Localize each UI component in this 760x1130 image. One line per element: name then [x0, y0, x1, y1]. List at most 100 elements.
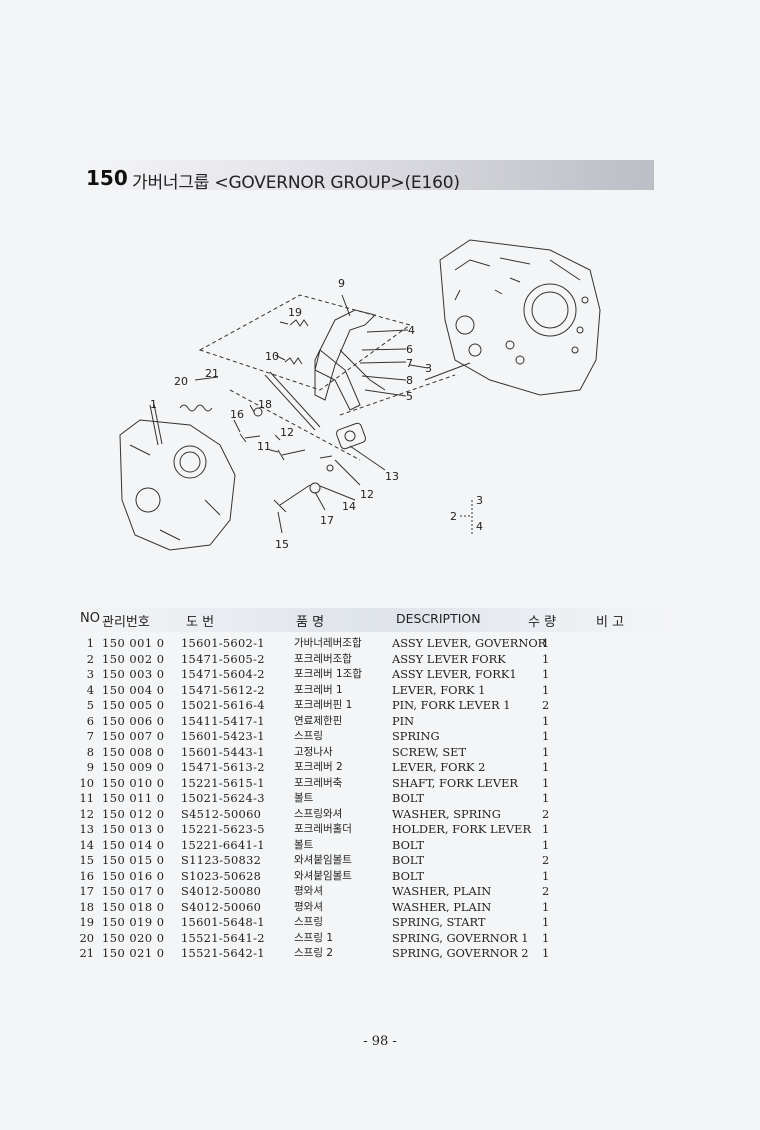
row-no: 8	[86, 744, 94, 759]
row-name-kr: 스프링 2	[294, 947, 333, 959]
row-name-kr: 볼트	[294, 792, 314, 804]
row-description: ASSY LEVER, GOVERNOR	[392, 636, 547, 650]
row-part-no: 15601-5443-1	[181, 744, 265, 759]
row-code: 150 020 0	[102, 930, 165, 945]
row-code: 150 001 0	[102, 636, 165, 650]
row-code: 150 014 0	[102, 837, 165, 852]
row-qty: 1	[542, 837, 550, 852]
row-qty: 2	[542, 853, 550, 867]
row-description: ASSY LEVER, FORK1	[392, 667, 517, 681]
row-qty: 1	[542, 729, 550, 743]
callout-1: 1	[150, 398, 157, 411]
table-row: 3 150 003 0 15471-5604-2 포크레버 1조합 ASSY LEVER…	[0, 667, 760, 682]
row-code: 150 018 0	[102, 899, 165, 914]
row-no: 15	[79, 853, 95, 867]
row-part-no: 15601-5648-1	[181, 915, 265, 929]
row-no: 6	[86, 713, 94, 728]
row-description: SHAFT, FORK LEVER	[392, 775, 518, 790]
engine-block-left	[119, 419, 236, 551]
row-qty: 1	[542, 775, 550, 790]
row-no: 3	[86, 667, 94, 681]
col-description: DESCRIPTION	[396, 611, 481, 626]
callout-3b: 3	[476, 494, 483, 507]
row-name-kr: 스프링	[294, 916, 323, 928]
row-qty: 1	[542, 930, 550, 945]
row-name-kr: 볼트	[294, 838, 314, 851]
row-part-no: S1123-50832	[181, 853, 262, 867]
callout-20: 20	[174, 375, 188, 388]
callout-15: 15	[275, 538, 289, 551]
row-description: LEVER, FORK 1	[392, 682, 486, 697]
row-part-no: S4012-50080	[181, 884, 262, 898]
row-code: 150 006 0	[102, 713, 165, 728]
row-no: 4	[86, 682, 94, 697]
row-qty: 2	[542, 884, 550, 898]
col-part-no: 도 번	[186, 615, 215, 630]
callout-6: 6	[406, 343, 413, 356]
row-description: HOLDER, FORK LEVER	[392, 822, 532, 836]
row-code: 150 013 0	[102, 822, 165, 836]
col-remarks: 비 고	[596, 615, 625, 630]
row-part-no: 15471-5604-2	[181, 667, 265, 681]
callout-7: 7	[406, 357, 413, 370]
parts-diagram: 9 19 10 21 20 18 16 1 12 11 4 6 7 3 8 5 …	[119, 239, 601, 551]
callout-13: 13	[385, 470, 399, 483]
row-name-kr: 와셔붙임볼트	[294, 869, 352, 882]
callout-8: 8	[406, 374, 413, 387]
col-code: 관리번호	[102, 615, 150, 630]
row-no: 21	[79, 946, 95, 960]
callout-11: 11	[257, 440, 271, 453]
row-code: 150 021 0	[102, 946, 165, 960]
row-no: 11	[79, 791, 95, 805]
row-name-kr: 포크레버홀더	[294, 823, 352, 835]
callout-18: 18	[258, 398, 272, 411]
row-code: 150 016 0	[102, 868, 165, 883]
row-description: LEVER, FORK 2	[392, 760, 486, 774]
row-no: 2	[86, 651, 94, 666]
row-no: 10	[79, 775, 95, 790]
row-code: 150 003 0	[102, 667, 165, 681]
row-description: BOLT	[392, 853, 425, 867]
callout-2: 2	[450, 510, 457, 523]
row-name-kr: 포크레버 1	[294, 683, 343, 696]
row-qty: 1	[542, 682, 550, 697]
row-code: 150 004 0	[102, 682, 165, 697]
row-name-kr: 평와셔	[294, 885, 323, 897]
row-code: 150 017 0	[102, 884, 165, 898]
row-no: 18	[79, 899, 95, 914]
row-description: BOLT	[392, 868, 425, 883]
row-part-no: 15471-5613-2	[181, 760, 265, 774]
row-name-kr: 고정나사	[294, 745, 333, 758]
row-name-kr: 연료제한핀	[294, 714, 343, 727]
page-title: 가버너그룹 <GOVERNOR GROUP>(E160)	[132, 173, 460, 193]
callout-4: 4	[408, 324, 415, 337]
row-qty: 1	[542, 667, 550, 681]
row-description: PIN, FORK LEVER 1	[392, 698, 511, 712]
row-description: SPRING, GOVERNOR 1	[392, 930, 529, 945]
callout-10: 10	[265, 350, 279, 363]
row-name-kr: 포크레버 1조합	[294, 668, 362, 680]
title-bar	[84, 160, 654, 190]
row-no: 7	[86, 729, 94, 743]
row-qty: 1	[542, 760, 550, 774]
row-no: 13	[79, 822, 95, 836]
row-part-no: 15521-5642-1	[181, 946, 265, 960]
row-part-no: S4512-50060	[181, 806, 262, 821]
group-number: 150	[86, 166, 128, 190]
row-qty: 1	[542, 636, 550, 650]
row-part-no: 15601-5423-1	[181, 729, 265, 743]
col-qty: 수 량	[528, 615, 557, 630]
row-part-no: 15221-6641-1	[181, 837, 265, 852]
row-description: BOLT	[392, 791, 425, 805]
row-description: WASHER, PLAIN	[392, 884, 492, 898]
row-description: SPRING, START	[392, 915, 486, 929]
